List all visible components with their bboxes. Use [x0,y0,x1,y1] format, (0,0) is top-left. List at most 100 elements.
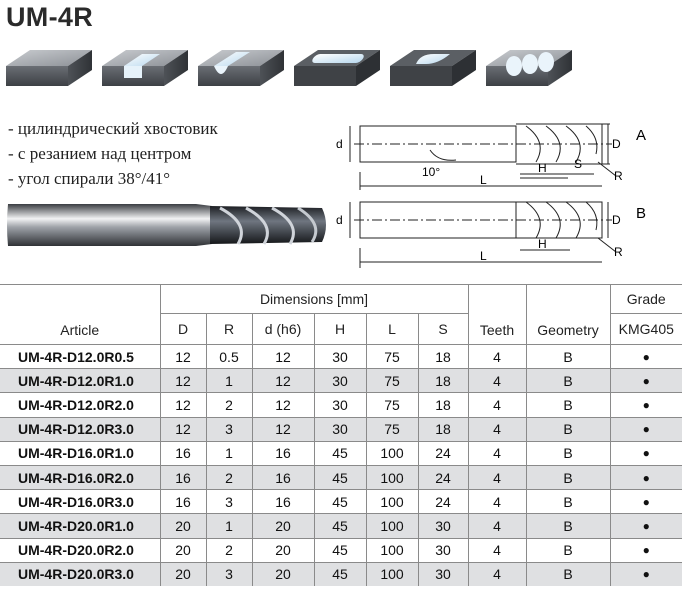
block-closed-pocket-icon [294,50,380,86]
cell-geometry: B [525,561,611,586]
cell-teeth: 4 [467,537,527,563]
drawing-label-b: B [636,205,646,222]
end-mill-photo [7,204,326,246]
col-header-d: d (h6) [251,313,314,345]
dim-S: S [574,157,582,171]
cell-s: 24 [417,489,469,514]
cell-d: 16 [159,440,206,466]
cell-article: UM-4R-D12.0R0.5 [0,343,160,369]
col-header-geometry: Geometry [525,284,611,345]
technical-drawing-a: d D L H S R 10° A [336,123,646,190]
cell-grade: ● [609,368,682,393]
dim-H: H [538,161,547,175]
cell-grade: ● [609,440,682,466]
block-open-pocket-icon [390,50,476,86]
cell-h: 30 [313,392,366,418]
cell-l: 100 [365,464,418,490]
cell-l: 100 [365,489,418,514]
dim-H: H [538,237,547,251]
cell-d: 16 [159,489,206,514]
cell-teeth: 4 [467,464,527,490]
cell-l: 75 [365,343,418,369]
cell-s: 30 [417,537,469,563]
cell-r: 3 [205,489,252,514]
machining-operations-illustrations [6,50,572,86]
col-header-L: L [365,313,418,345]
block-radius-groove-icon [198,50,284,86]
cell-h: 30 [313,343,366,369]
cell-h: 45 [313,440,366,466]
cell-d: 20 [251,537,314,563]
col-header-D: D [159,313,206,345]
cell-d: 20 [251,561,314,586]
cell-d: 12 [251,368,314,393]
cell-geometry: B [525,489,611,514]
dim-L: L [480,249,487,263]
cell-d: 12 [159,392,206,418]
cell-h: 45 [313,464,366,490]
specification-table: Article Dimensions [mm] Teeth Geometry G… [0,284,682,586]
col-header-R: R [205,313,252,345]
cell-h: 45 [313,561,366,586]
cell-h: 45 [313,489,366,514]
cell-s: 18 [417,368,469,393]
cell-grade: ● [609,561,682,586]
cell-geometry: B [525,513,611,538]
feature-list: - цилиндрический хвостовик - с резанием … [8,116,218,191]
cell-d: 12 [159,416,206,442]
cell-article: UM-4R-D12.0R2.0 [0,392,160,418]
cell-teeth: 4 [467,392,527,418]
col-header-dimensions: Dimensions [mm] [159,284,469,314]
cell-d: 12 [159,368,206,393]
dim-d: d [336,213,343,227]
cell-article: UM-4R-D20.0R1.0 [0,513,160,538]
cell-h: 30 [313,368,366,393]
cell-s: 24 [417,440,469,466]
cell-d: 16 [159,464,206,490]
cell-grade: ● [609,416,682,442]
cell-l: 100 [365,561,418,586]
cell-s: 18 [417,343,469,369]
cell-geometry: B [525,416,611,442]
cell-geometry: B [525,343,611,369]
feature-item: - угол спирали 38°/41° [8,169,171,188]
cell-grade: ● [609,489,682,514]
cell-l: 75 [365,416,418,442]
cell-r: 2 [205,537,252,563]
dim-R: R [614,245,623,259]
feature-item: - цилиндрический хвостовик [8,119,218,138]
cell-l: 100 [365,513,418,538]
cell-teeth: 4 [467,513,527,538]
cell-d: 12 [251,343,314,369]
block-slot-milling-icon [102,50,188,86]
cell-teeth: 4 [467,440,527,466]
cell-s: 18 [417,392,469,418]
cell-teeth: 4 [467,416,527,442]
cell-r: 0.5 [205,343,252,369]
cell-r: 1 [205,440,252,466]
technical-drawing-b: d D L H R B [336,201,646,268]
dim-R: R [614,169,623,183]
cell-article: UM-4R-D16.0R2.0 [0,464,160,490]
cell-d: 20 [251,513,314,538]
block-face-milling-icon [6,50,92,86]
cell-l: 75 [365,368,418,393]
col-header-article: Article [0,284,160,345]
cell-article: UM-4R-D12.0R1.0 [0,368,160,393]
cell-teeth: 4 [467,561,527,586]
cell-d: 20 [159,513,206,538]
cell-s: 24 [417,464,469,490]
cell-r: 2 [205,464,252,490]
cell-l: 100 [365,537,418,563]
cell-grade: ● [609,343,682,369]
col-header-grade-name: KMG405 [609,313,682,345]
cell-h: 45 [313,513,366,538]
cell-r: 3 [205,561,252,586]
col-header-grade: Grade [609,284,682,314]
cell-d: 16 [251,440,314,466]
cell-s: 30 [417,561,469,586]
